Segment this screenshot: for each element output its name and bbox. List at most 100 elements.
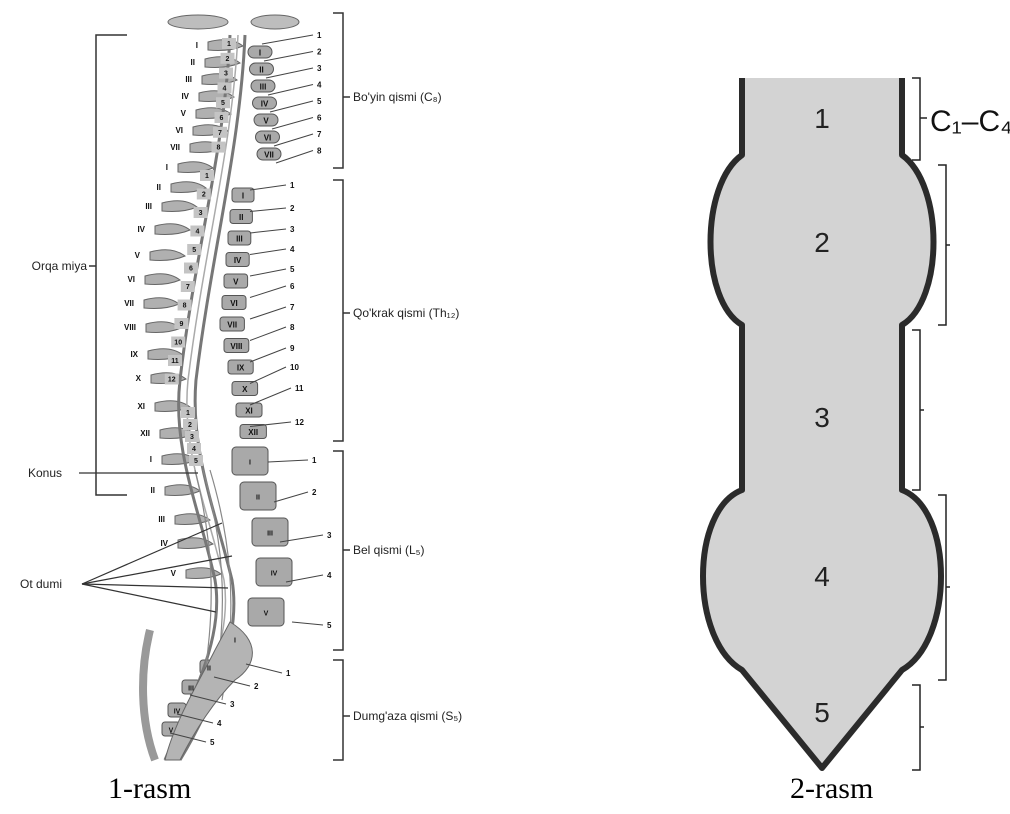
vertebra-roman: V (264, 611, 269, 618)
segment-digit: 1 (186, 410, 190, 417)
spinous-process (144, 298, 179, 309)
segment-digit: 11 (171, 358, 179, 365)
caption-figure-1: 1-rasm (108, 772, 191, 806)
spinous-process (145, 274, 180, 285)
region-cervical-label: Bo'yin qismi (C₈) (353, 90, 442, 104)
vertebra-roman: V (263, 117, 269, 126)
vertebra-roman: I (234, 638, 236, 645)
occipital-shape (168, 15, 228, 29)
root-number: 2 (317, 48, 322, 57)
bracket-5 (912, 685, 920, 770)
segment-digit: 8 (183, 303, 187, 310)
segment-digit: 7 (218, 130, 222, 137)
bracket-lumbar (333, 451, 343, 650)
root-number: 10 (290, 363, 299, 372)
vertebra-roman: IV (234, 256, 242, 265)
vertebra-roman: VI (264, 134, 272, 143)
roman-left: VII (124, 299, 134, 308)
roman-left: I (150, 455, 152, 464)
roman-left: VI (175, 126, 183, 135)
vertebra-roman: VII (264, 151, 274, 160)
root-number: 4 (327, 571, 332, 580)
roman-left: IV (181, 92, 189, 101)
vertebra-roman: I (259, 49, 261, 58)
vertebra-roman: IX (237, 364, 245, 373)
vertebra-roman: VII (227, 321, 237, 330)
root-leader (250, 208, 286, 212)
roman-left: V (135, 251, 141, 260)
vertebra-roman: IV (261, 100, 269, 109)
vertebra-roman: II (256, 495, 260, 502)
roman-left: III (158, 515, 165, 524)
root-number: 2 (254, 682, 259, 691)
caption-figure-2: 2-rasm (790, 772, 873, 806)
vertebra-roman: V (233, 278, 239, 287)
root-number: 12 (295, 418, 304, 427)
root-number: 1 (317, 31, 322, 40)
segment-digit: 3 (199, 210, 203, 217)
spinal-cord-schematic: 12345 C₁–C₄ (703, 78, 1010, 770)
root-leader (250, 185, 286, 190)
bracket-c1c4 (912, 78, 920, 160)
vertebra-roman: III (188, 686, 194, 693)
root-number: 2 (290, 204, 295, 213)
segment-digit: 6 (220, 115, 224, 122)
bracket-thoracic (333, 180, 343, 441)
root-number: 8 (317, 147, 322, 156)
segment-number-3: 3 (814, 402, 830, 433)
segment-digit: 1 (227, 41, 231, 48)
vertebra-roman: VIII (230, 342, 242, 351)
bracket-3 (912, 330, 920, 490)
vertebra-roman: III (236, 235, 243, 244)
segment-digit: 9 (179, 321, 183, 328)
root-leader (250, 327, 286, 341)
root-leader (276, 151, 313, 164)
segment-digit: 5 (192, 247, 196, 254)
root-number: 7 (317, 130, 322, 139)
root-number: 3 (230, 700, 235, 709)
segment-digit: 2 (226, 56, 230, 63)
segment-digit: 2 (188, 422, 192, 429)
roman-left: XII (140, 429, 150, 438)
root-leader (250, 286, 286, 298)
root-number: 4 (290, 245, 295, 254)
root-leader (250, 367, 286, 384)
roman-left: II (151, 486, 155, 495)
root-number: 3 (290, 225, 295, 234)
root-leader (250, 229, 286, 233)
vertebra-roman: X (242, 385, 248, 394)
root-number: 3 (317, 64, 322, 73)
bracket-sacral (333, 660, 343, 760)
region-thoracic-label: Qo'krak qismi (Th₁₂) (353, 306, 459, 320)
root-leader (292, 622, 323, 625)
vertebra-roman: II (207, 666, 211, 673)
spinous-process (155, 224, 190, 235)
roman-left: IX (130, 350, 138, 359)
segment-number-2: 2 (814, 227, 830, 258)
segment-digit: 7 (186, 284, 190, 291)
root-number: 1 (286, 669, 291, 678)
segment-digit: 5 (221, 100, 225, 107)
vertebra-roman: XI (245, 407, 253, 416)
bracket-spinal-cord (96, 35, 127, 495)
region-sacral-label: Dumg'aza qismi (S₅) (353, 709, 462, 723)
roman-left: I (196, 41, 198, 50)
segment-digit: 8 (217, 145, 221, 152)
root-number: 11 (295, 384, 304, 393)
vertebra-roman: XII (248, 428, 258, 437)
spinous-process (162, 201, 197, 212)
roman-left: VI (127, 275, 135, 284)
root-number: 1 (290, 181, 295, 190)
bracket-2 (938, 165, 946, 325)
roman-left: I (166, 163, 168, 172)
root-leader (268, 460, 308, 462)
root-leader (246, 664, 282, 673)
segment-digit: 5 (194, 458, 198, 465)
segment-digit: 3 (190, 434, 194, 441)
root-number: 4 (217, 719, 222, 728)
segment-digit: 10 (174, 340, 182, 347)
region-lumbar-label: Bel qismi (L₅) (353, 543, 425, 557)
vertebra-roman: I (242, 192, 244, 201)
spinous-process (165, 485, 200, 496)
